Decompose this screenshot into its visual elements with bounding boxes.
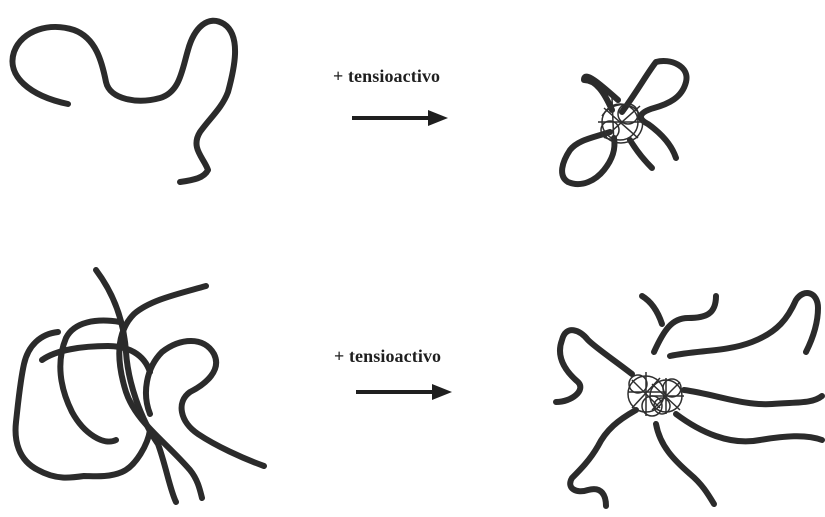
- micelle-cluster-bottom-right: [650, 378, 684, 414]
- micelle-cluster-top: [598, 98, 643, 146]
- reaction-arrow-bottom-head: [432, 384, 452, 400]
- reaction-arrow-top-head: [428, 110, 448, 126]
- polymer-micelle-network-bottom: [556, 293, 822, 506]
- reaction-label-top: + tensioactivo: [333, 66, 440, 87]
- polymer-micelle-complex-top: [562, 61, 686, 184]
- polymer-chain-top-left: [12, 21, 235, 182]
- reaction-label-bottom: + tensioactivo: [334, 346, 441, 367]
- polymer-network-bottom-left: [16, 270, 264, 502]
